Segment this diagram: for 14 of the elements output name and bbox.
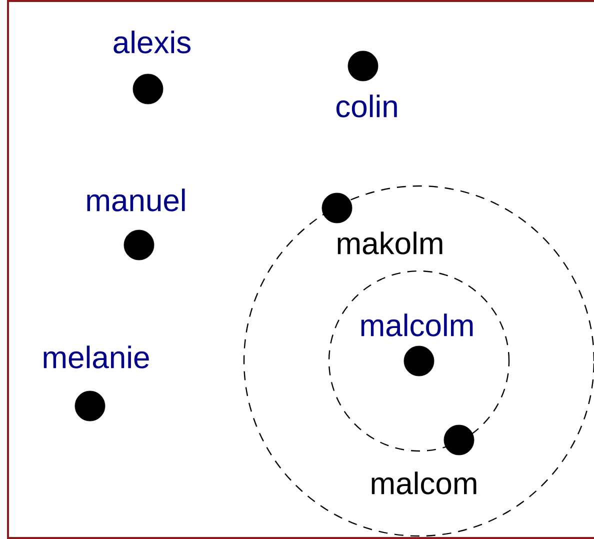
name-label: makolm xyxy=(338,232,442,254)
name-label: malcom xyxy=(372,472,476,494)
name-label: colin xyxy=(336,94,397,118)
dot xyxy=(348,50,378,82)
dot xyxy=(444,424,474,456)
name-label: melanie xyxy=(44,346,149,368)
name-label: malcolm xyxy=(361,314,473,336)
name-label: alexis xyxy=(114,30,190,54)
dot xyxy=(74,390,106,422)
dot xyxy=(124,230,154,260)
dot xyxy=(132,74,164,104)
dot xyxy=(404,346,434,376)
name-label: manuel xyxy=(87,188,185,212)
dot xyxy=(322,192,352,224)
